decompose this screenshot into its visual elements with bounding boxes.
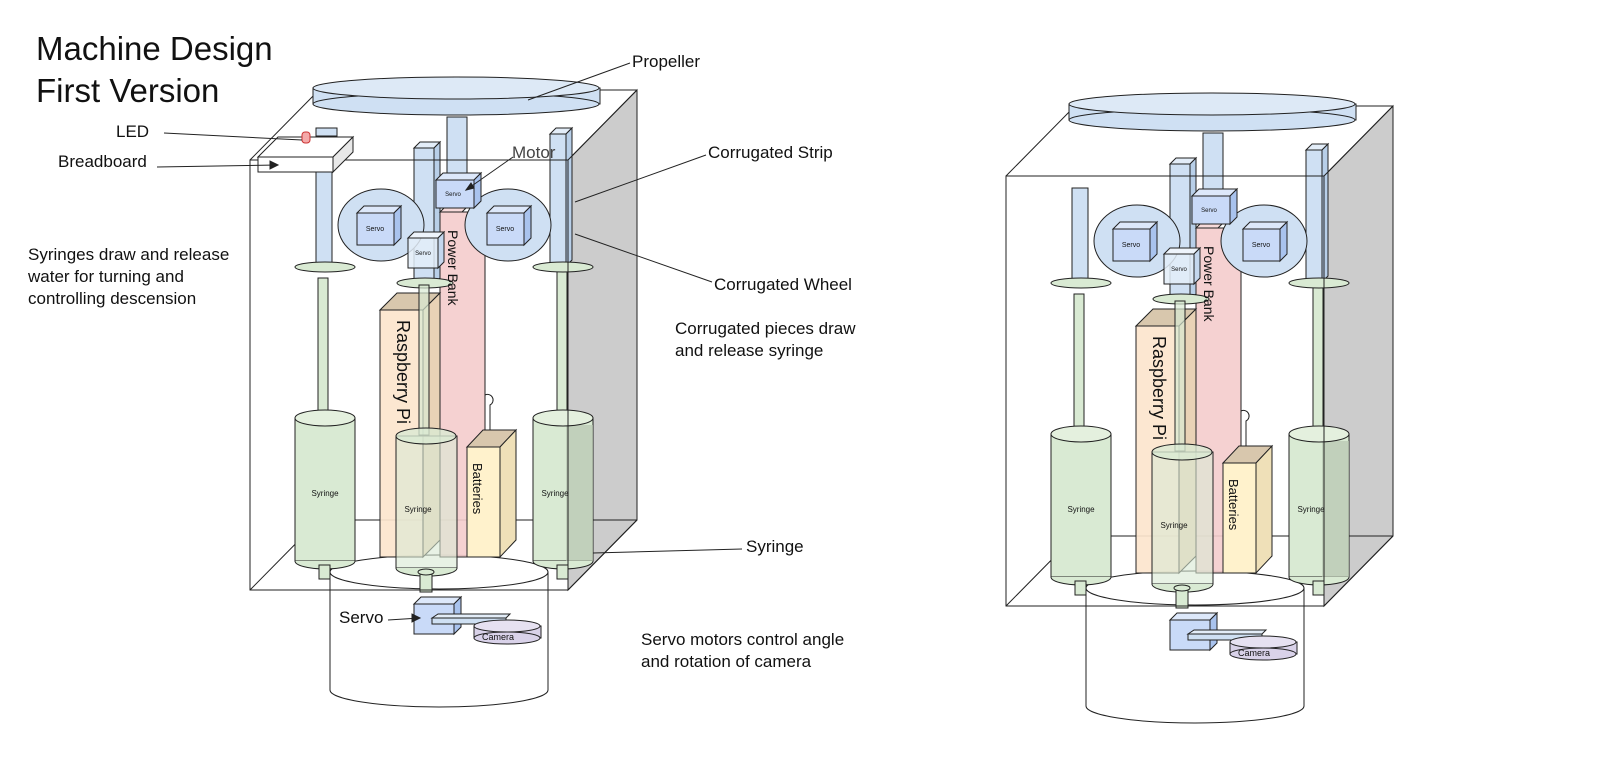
note-line: and rotation of camera bbox=[641, 651, 844, 673]
part-label: Servo bbox=[1122, 242, 1140, 249]
callout-breadboard: Breadboard bbox=[58, 151, 147, 173]
callout-motor: Motor bbox=[512, 142, 555, 164]
part-label: Raspberry Pi bbox=[1149, 336, 1169, 440]
part-label: Power Bank bbox=[1201, 246, 1217, 322]
machine-clean bbox=[1006, 93, 1393, 723]
title-line-2: First Version bbox=[36, 70, 273, 112]
note-line: water for turning and bbox=[28, 266, 229, 288]
part-label: Servo bbox=[496, 226, 514, 233]
note-line: controlling descension bbox=[28, 288, 229, 310]
callout-servo: Servo bbox=[339, 607, 383, 629]
part-label: Batteries bbox=[1226, 479, 1241, 531]
note-line: Servo motors control angle bbox=[641, 629, 844, 651]
part-label: Servo bbox=[1252, 242, 1270, 249]
part-label: Camera bbox=[1238, 648, 1270, 658]
note-servo: Servo motors control angle and rotation … bbox=[641, 629, 844, 673]
callout-corrugated-strip: Corrugated Strip bbox=[708, 142, 833, 164]
title-line-1: Machine Design bbox=[36, 28, 273, 70]
part-label: Power Bank bbox=[445, 230, 461, 306]
note-line: and release syringe bbox=[675, 340, 855, 362]
note-corrugated: Corrugated pieces draw and release syrin… bbox=[675, 318, 855, 362]
note-line: Syringes draw and release bbox=[28, 244, 229, 266]
part-label: Servo bbox=[445, 192, 461, 198]
page-title: Machine Design First Version bbox=[36, 28, 273, 112]
part-label: Servo bbox=[415, 251, 431, 257]
callout-corrugated-wheel: Corrugated Wheel bbox=[714, 274, 852, 296]
part-label: Servo bbox=[1201, 208, 1217, 214]
part-label: Syringe bbox=[541, 489, 569, 498]
part-label: Syringe bbox=[404, 505, 432, 514]
part-label: Servo bbox=[366, 226, 384, 233]
part-label: Camera bbox=[482, 632, 514, 642]
part-label: Syringe bbox=[1160, 521, 1188, 530]
note-syringes: Syringes draw and release water for turn… bbox=[28, 244, 229, 310]
part-label: Syringe bbox=[311, 489, 339, 498]
part-label: Syringe bbox=[1067, 505, 1095, 514]
callout-led: LED bbox=[116, 121, 149, 143]
part-label: Servo bbox=[1171, 267, 1187, 273]
note-line: Corrugated pieces draw bbox=[675, 318, 855, 340]
callout-propeller: Propeller bbox=[632, 51, 700, 73]
part-label: Batteries bbox=[470, 463, 485, 515]
part-label: Syringe bbox=[1297, 505, 1325, 514]
callout-syringe: Syringe bbox=[746, 536, 804, 558]
part-label: Raspberry Pi bbox=[393, 320, 413, 424]
